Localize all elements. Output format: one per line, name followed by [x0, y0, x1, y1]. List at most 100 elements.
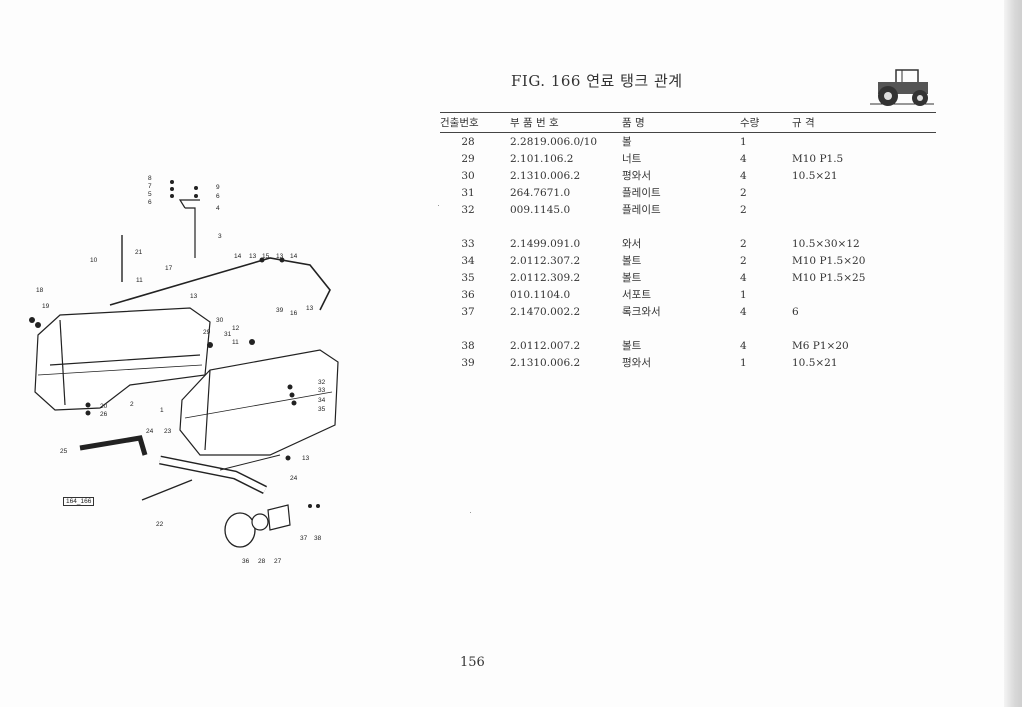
spec	[792, 133, 936, 151]
spec: 6	[792, 305, 799, 318]
svg-text:23: 23	[164, 428, 172, 435]
svg-text:29: 29	[203, 329, 211, 336]
quantity: 4	[740, 305, 747, 318]
part-no: 2.1310.006.2	[510, 169, 581, 182]
svg-text:26: 26	[100, 411, 108, 418]
part-name: 볼트	[622, 255, 642, 267]
table-row: 39 2.1310.006.2 평와서 1 10.5×21	[440, 354, 936, 371]
header-ref-no: 건출번호	[440, 112, 496, 133]
table-row: 31 264.7671.0 플레이트 2	[440, 184, 936, 201]
svg-text:36: 36	[242, 558, 250, 565]
svg-text:6: 6	[148, 199, 152, 206]
part-no: 2.2819.006.0/10	[510, 135, 598, 148]
table-row: 38 2.0112.007.2 볼트 4 M6 P1×20	[440, 337, 936, 354]
svg-text:16: 16	[290, 310, 298, 317]
parts-table: 건출번호 부 품 번 호 품 명 수량 규 격 28 2.2819.006.0/…	[440, 112, 936, 371]
table-body: 28 2.2819.006.0/10 볼 1 29 2.101.106.2 너트…	[440, 133, 936, 372]
part-no: 010.1104.0	[510, 288, 571, 301]
quantity: 1	[740, 288, 747, 301]
svg-text:33: 33	[318, 387, 326, 394]
table-header-row: 건출번호 부 품 번 호 품 명 수량 규 격	[440, 112, 936, 133]
spec	[792, 286, 936, 303]
fasteners	[29, 180, 320, 508]
quantity: 4	[740, 169, 747, 182]
svg-text:38: 38	[314, 535, 322, 542]
svg-text:7: 7	[148, 183, 152, 190]
part-name: 평와서	[622, 170, 651, 182]
group-spacer	[440, 320, 936, 337]
part-name: 와서	[622, 238, 642, 250]
table-row: 37 2.1470.002.2 록크와서 4 6	[440, 303, 936, 320]
strainer	[251, 513, 269, 531]
svg-text:27: 27	[274, 558, 282, 565]
quantity: 1	[740, 135, 747, 148]
part-no: 264.7671.0	[510, 186, 571, 199]
svg-text:4: 4	[216, 205, 220, 212]
scan-speck	[438, 205, 439, 206]
svg-text:3: 3	[218, 233, 222, 240]
svg-text:11: 11	[136, 277, 143, 284]
spec	[792, 184, 936, 201]
svg-text:19: 19	[42, 303, 50, 310]
spec	[792, 201, 936, 218]
svg-text:35: 35	[318, 406, 326, 413]
spec: 10.5×21	[792, 169, 838, 182]
table-row: 30 2.1310.006.2 평와서 4 10.5×21	[440, 167, 936, 184]
part-name: 플레이트	[622, 204, 661, 216]
part-name: 볼트	[622, 272, 642, 284]
header-part-no: 부 품 번 호	[496, 112, 622, 133]
svg-text:22: 22	[156, 521, 164, 528]
ref-no: 32	[461, 203, 475, 216]
spec: M10 P1.5	[792, 152, 844, 165]
quantity: 1	[740, 356, 747, 369]
quantity: 2	[740, 203, 747, 216]
part-name: 서포트	[622, 289, 651, 301]
ref-no: 39	[461, 356, 475, 369]
header-quantity: 수량	[740, 112, 792, 133]
fuel-cap	[224, 512, 256, 548]
breather-line	[141, 479, 193, 501]
spec: M10 P1.5×20	[792, 254, 866, 267]
header-part-name: 품 명	[622, 112, 740, 133]
svg-text:8: 8	[148, 175, 152, 182]
header-spec: 규 격	[792, 112, 936, 133]
svg-text:14: 14	[290, 253, 298, 260]
svg-text:30: 30	[216, 317, 224, 324]
svg-text:13: 13	[306, 305, 314, 312]
svg-text:2: 2	[130, 401, 134, 408]
fuel-line	[109, 257, 331, 311]
quantity: 4	[740, 271, 747, 284]
part-no: 2.0112.309.2	[510, 271, 581, 284]
spec: 10.5×21	[792, 356, 838, 369]
ref-no: 29	[461, 152, 475, 165]
table-row: 29 2.101.106.2 너트 4 M10 P1.5	[440, 150, 936, 167]
table-row: 28 2.2819.006.0/10 볼 1	[440, 133, 936, 151]
part-name: 볼	[622, 136, 632, 148]
part-no: 2.0112.307.2	[510, 254, 581, 267]
support-bracket	[267, 504, 291, 531]
svg-text:15: 15	[262, 253, 270, 260]
part-no: 2.1310.006.2	[510, 356, 581, 369]
part-no: 2.1499.091.0	[510, 237, 581, 250]
table-row: 36 010.1104.0 서포트 1	[440, 286, 936, 303]
svg-text:13: 13	[190, 293, 198, 300]
ref-no: 35	[461, 271, 475, 284]
part-no: 2.1470.002.2	[510, 305, 581, 318]
table-row: 33 2.1499.091.0 와서 2 10.5×30×12	[440, 235, 936, 252]
group-spacer	[440, 218, 936, 235]
right-fuel-tank	[179, 349, 339, 456]
svg-text:18: 18	[36, 287, 44, 294]
filler-hose	[79, 435, 148, 456]
part-name: 플레이트	[622, 187, 661, 199]
page-edge-shadow	[1004, 0, 1022, 707]
quantity: 4	[740, 339, 747, 352]
svg-text:20: 20	[100, 403, 108, 410]
ref-no: 34	[461, 254, 475, 267]
svg-text:6: 6	[216, 193, 220, 200]
table-row: 32 009.1145.0 플레이트 2	[440, 201, 936, 218]
ref-no: 36	[461, 288, 475, 301]
svg-text:28: 28	[258, 558, 266, 565]
part-no: 2.101.106.2	[510, 152, 574, 165]
svg-text:24: 24	[290, 475, 298, 482]
